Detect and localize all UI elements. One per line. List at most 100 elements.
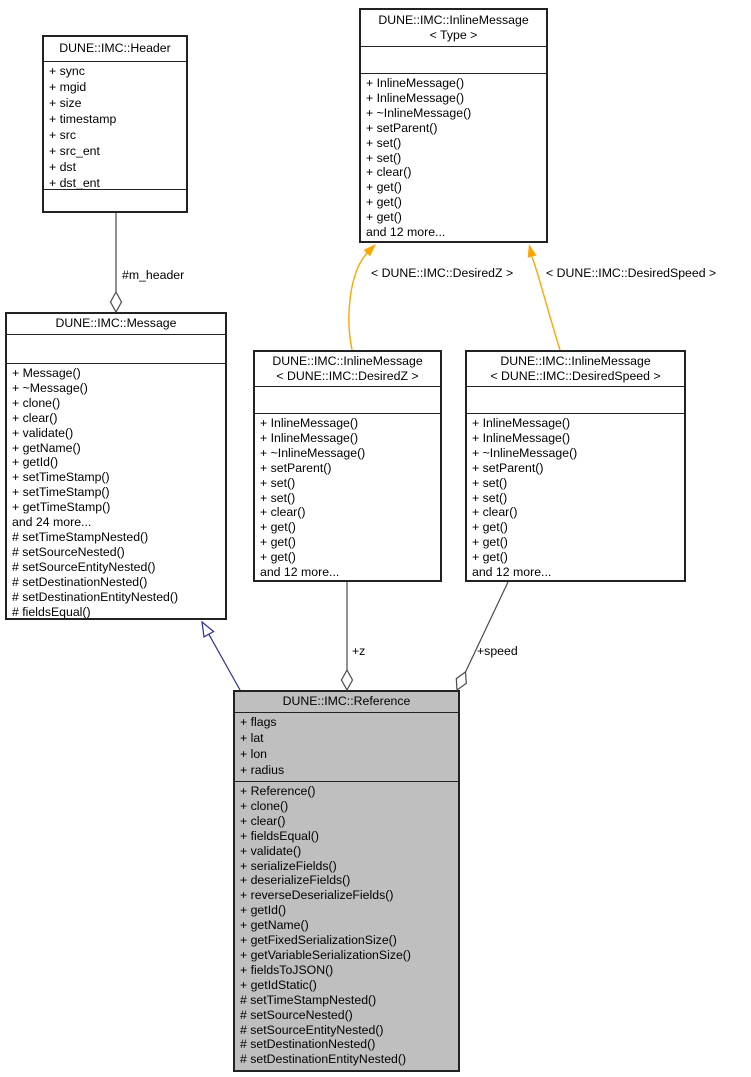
class-title-text: DUNE::IMC::InlineMessage	[272, 353, 423, 368]
method-row: + setParent()	[472, 460, 544, 475]
method-row: + ~Message()	[12, 380, 88, 395]
class-attributes	[7, 335, 225, 364]
class-box-inlinemessage-type[interactable]: DUNE::IMC::InlineMessage < Type > + Inli…	[359, 8, 548, 243]
method-row: + clear()	[366, 165, 412, 180]
method-row: + get()	[260, 520, 296, 535]
aggregation-edge-m-header	[109, 213, 123, 314]
method-row: + clear()	[240, 813, 286, 828]
class-attributes	[361, 47, 546, 74]
open-diamond-icon	[340, 668, 354, 692]
aggregation-edge-z	[340, 582, 354, 692]
class-title-text: DUNE::IMC::Message	[55, 316, 177, 331]
method-row: # fieldsEqual()	[12, 604, 91, 619]
class-attributes: + flags+ lat+ lon+ radius	[235, 713, 458, 782]
method-row: # setSourceEntityNested()	[12, 559, 156, 574]
method-row: + get()	[366, 180, 402, 195]
method-row: + set()	[472, 490, 508, 505]
aggregation-edge-speed	[455, 581, 509, 692]
method-row: # setDestinationEntityNested()	[12, 589, 179, 604]
template-instantiation-edge-desiredspeed	[527, 244, 561, 351]
hollow-triangle-icon	[201, 620, 215, 638]
class-title-text: DUNE::IMC::InlineMessage	[378, 12, 529, 27]
class-title: DUNE::IMC::InlineMessage < DUNE::IMC::De…	[255, 352, 440, 387]
attribute-row: + flags	[240, 715, 277, 729]
method-row: + InlineMessage()	[366, 90, 465, 105]
class-box-header[interactable]: DUNE::IMC::Header + sync+ mgid+ size+ ti…	[42, 35, 188, 213]
method-row: + clear()	[12, 410, 58, 425]
filled-arrowhead-icon	[363, 244, 376, 257]
class-title: DUNE::IMC::Reference	[235, 692, 458, 713]
method-row: + getFixedSerializationSize()	[240, 933, 397, 948]
class-methods: + InlineMessage()+ InlineMessage()+ ~Inl…	[255, 414, 440, 580]
open-diamond-icon	[109, 290, 123, 314]
method-row: + getId()	[240, 903, 287, 918]
edge-label-template-desiredspeed: < DUNE::IMC::DesiredSpeed >	[546, 266, 717, 280]
method-row: # setTimeStampNested()	[12, 529, 149, 544]
class-methods: + InlineMessage()+ InlineMessage()+ ~Inl…	[467, 414, 684, 580]
method-row: + clone()	[240, 798, 289, 813]
method-row: + getId()	[12, 455, 59, 470]
method-row: + get()	[260, 550, 296, 565]
method-row: and 12 more...	[472, 565, 552, 580]
method-row: + Message()	[12, 366, 81, 380]
class-title: DUNE::IMC::InlineMessage < Type >	[361, 10, 546, 47]
method-row: + ~InlineMessage()	[366, 105, 472, 120]
method-row: + get()	[472, 520, 508, 535]
method-row: # setTimeStampNested()	[240, 992, 377, 1007]
template-instantiation-edge-desiredz	[348, 244, 376, 351]
attribute-row: + radius	[240, 763, 285, 777]
method-row: + ~InlineMessage()	[472, 445, 578, 460]
method-row: and 24 more...	[12, 515, 92, 530]
class-title-template-param: < DUNE::IMC::DesiredZ >	[276, 369, 419, 383]
method-row: + get()	[366, 210, 402, 225]
class-methods: + InlineMessage()+ InlineMessage()+ ~Inl…	[361, 74, 546, 241]
method-row: + set()	[366, 150, 402, 165]
class-box-reference[interactable]: DUNE::IMC::Reference + flags+ lat+ lon+ …	[233, 690, 460, 1072]
edge-label-m-header: #m_header	[122, 268, 185, 282]
method-row: + clone()	[12, 395, 61, 410]
method-row: + getName()	[12, 440, 81, 455]
class-title-text: DUNE::IMC::InlineMessage	[500, 353, 651, 368]
class-title-text: DUNE::IMC::Reference	[282, 694, 411, 709]
method-row: + setParent()	[260, 460, 332, 475]
method-row: and 12 more...	[366, 225, 446, 240]
method-row: + validate()	[12, 425, 74, 440]
method-row: + set()	[260, 490, 296, 505]
class-box-inlinemessage-desiredspeed[interactable]: DUNE::IMC::InlineMessage < DUNE::IMC::De…	[465, 350, 686, 582]
method-row: + fieldsToJSON()	[240, 962, 334, 977]
inheritance-line	[208, 633, 241, 691]
method-row: + getIdStatic()	[240, 977, 317, 992]
open-diamond-icon	[455, 670, 467, 692]
attribute-row: + timestamp	[49, 112, 117, 126]
method-row: + InlineMessage()	[472, 430, 571, 445]
aggregation-line	[464, 581, 509, 673]
method-row: # setSourceEntityNested()	[240, 1022, 384, 1037]
class-attributes	[467, 387, 684, 414]
template-curve	[348, 252, 368, 351]
attribute-row: + src_ent	[49, 144, 100, 158]
method-row: + setTimeStamp()	[12, 470, 110, 485]
class-title-template-param: < Type >	[429, 28, 478, 42]
method-row: + fieldsEqual()	[240, 828, 319, 843]
method-row: + clear()	[260, 505, 306, 520]
attribute-row: + src	[49, 128, 76, 142]
method-row: + get()	[472, 535, 508, 550]
method-row: + reverseDeserializeFields()	[240, 888, 394, 903]
class-methods: + Reference()+ clone()+ clear()+ fieldsE…	[235, 782, 458, 1070]
attribute-row: + dst_ent	[49, 176, 100, 190]
method-row: + getTimeStamp()	[12, 500, 111, 515]
method-row: + setParent()	[366, 120, 438, 135]
method-row: + set()	[472, 475, 508, 490]
class-title-text: DUNE::IMC::Header	[59, 41, 171, 56]
method-row: + setTimeStamp()	[12, 485, 110, 500]
class-title: DUNE::IMC::Message	[7, 314, 225, 335]
class-title-template-param: < DUNE::IMC::DesiredSpeed >	[490, 369, 661, 383]
attribute-row: + dst	[49, 160, 77, 174]
class-box-message[interactable]: DUNE::IMC::Message + Message()+ ~Message…	[5, 312, 227, 620]
method-row: + get()	[472, 550, 508, 565]
method-row: and 12 more...	[260, 565, 340, 580]
class-box-inlinemessage-desiredz[interactable]: DUNE::IMC::InlineMessage < DUNE::IMC::De…	[253, 350, 442, 582]
method-row: + set()	[260, 475, 296, 490]
edge-label-template-desiredz: < DUNE::IMC::DesiredZ >	[371, 266, 514, 280]
